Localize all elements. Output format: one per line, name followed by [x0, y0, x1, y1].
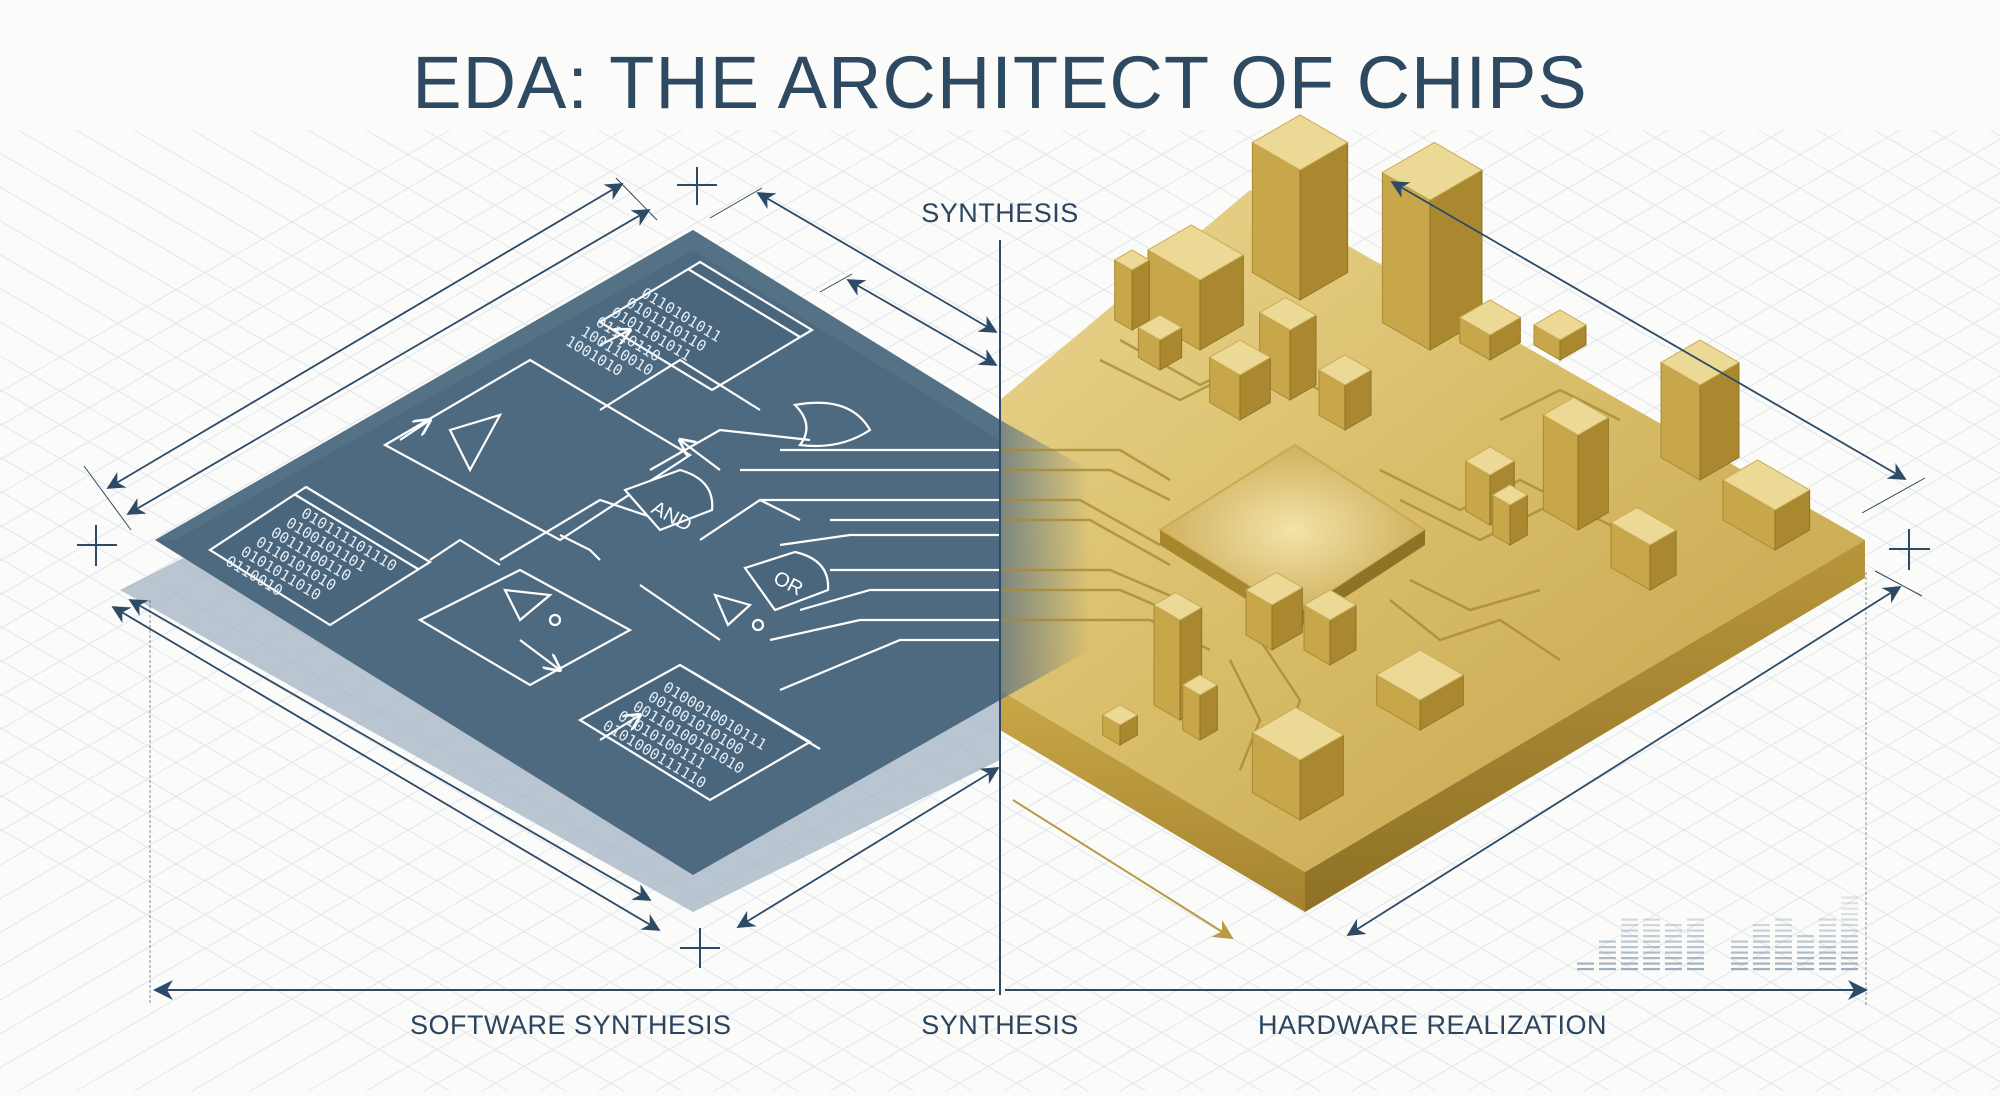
gold-dimension-arrow [1012, 799, 1234, 940]
page-title: EDA: THE ARCHITECT OF CHIPS [412, 41, 1588, 124]
crosshair-icon [680, 928, 720, 968]
synthesis-bottom-label: SYNTHESIS [921, 1010, 1079, 1040]
decorative-bar-meter [1577, 896, 1858, 971]
or-gate [743, 550, 830, 612]
dimension-lines [83, 177, 1926, 1005]
crosshair-icon [677, 167, 717, 205]
software-synthesis-label: SOFTWARE SYNTHESIS [410, 1010, 732, 1040]
hardware-realization-label: HARDWARE REALIZATION [1258, 1010, 1608, 1040]
synthesis-top-label: SYNTHESIS [921, 198, 1079, 228]
crosshair-icon [1889, 529, 1930, 570]
or-gate-top [792, 401, 872, 448]
crosshair-icon [77, 525, 117, 566]
registration-crosshairs [77, 167, 1930, 968]
inverter-symbol-2 [713, 593, 753, 627]
